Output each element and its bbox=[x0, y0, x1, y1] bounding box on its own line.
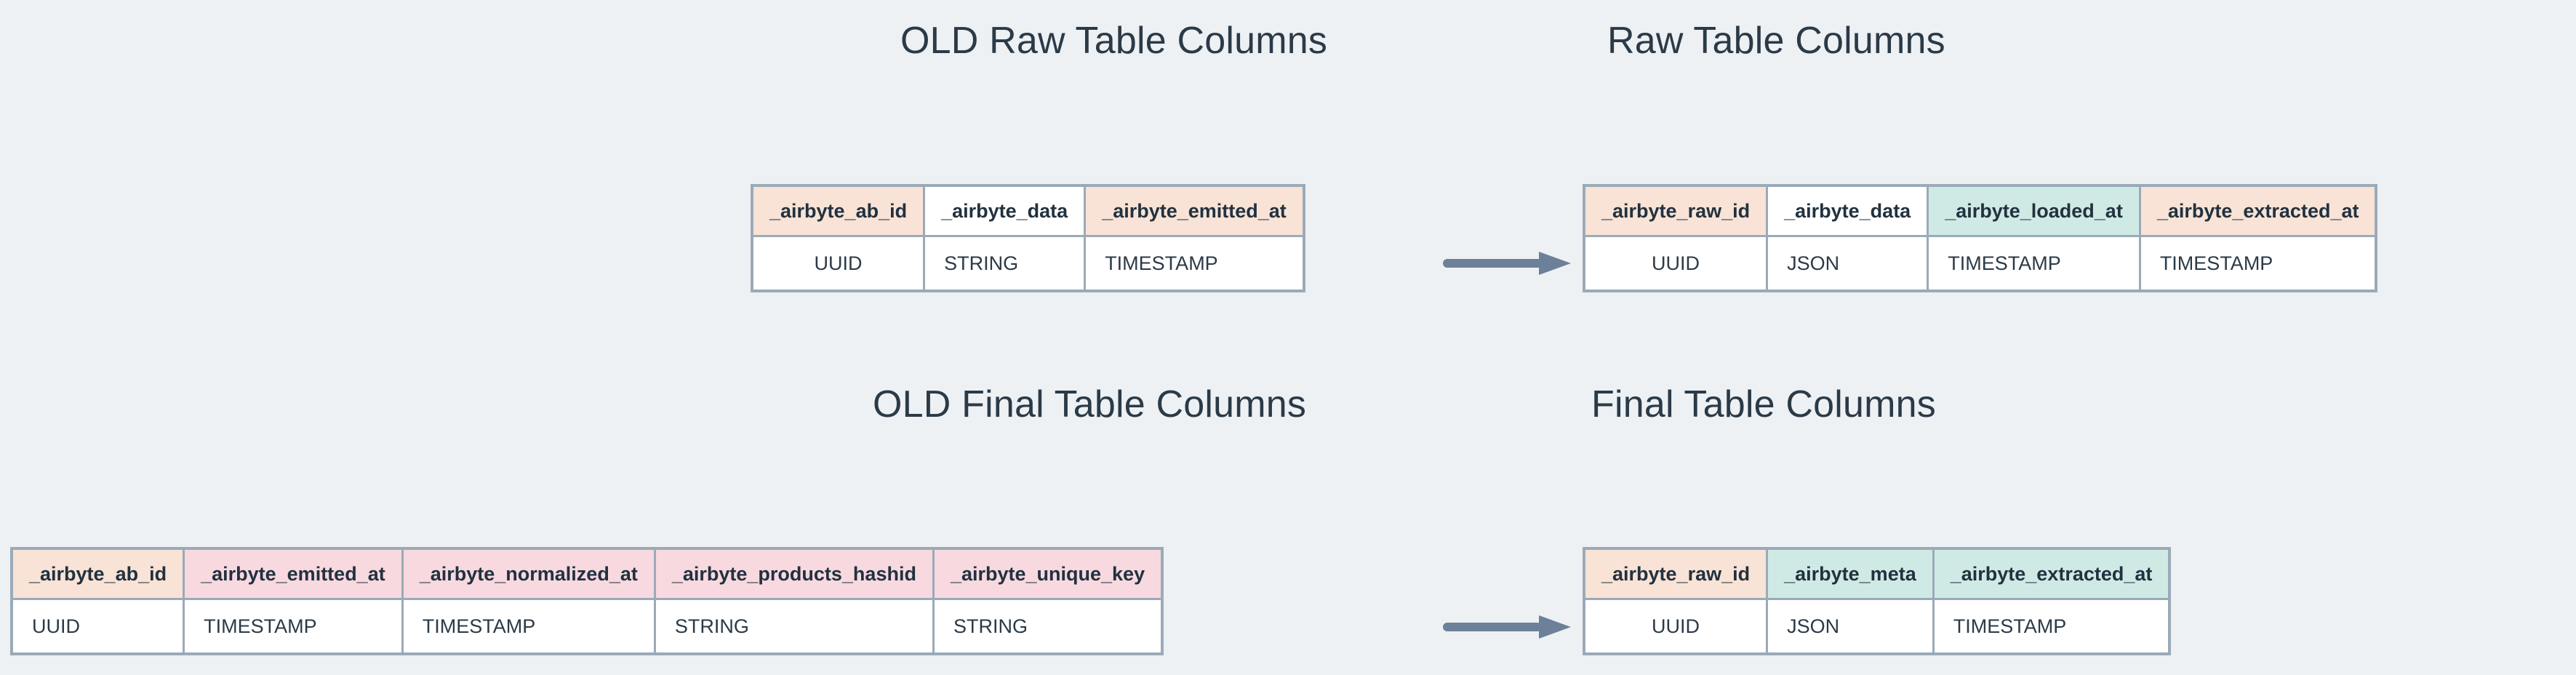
new-raw-columns-table: _airbyte_raw_id_airbyte_data_airbyte_loa… bbox=[1583, 184, 2378, 292]
column-header-airbyte-loaded-at: _airbyte_loaded_at bbox=[1927, 184, 2141, 237]
column-header-airbyte-raw-id: _airbyte_raw_id bbox=[1583, 547, 1769, 600]
old-final-columns-table: _airbyte_ab_id_airbyte_emitted_at_airbyt… bbox=[10, 547, 1164, 655]
column-type-airbyte-meta: JSON bbox=[1766, 598, 1935, 655]
column-header-airbyte-ab-id: _airbyte_ab_id bbox=[751, 184, 926, 237]
column-type-airbyte-extracted-at: TIMESTAMP bbox=[1932, 598, 2171, 655]
column-header-airbyte-data: _airbyte_data bbox=[923, 184, 1087, 237]
column-header-airbyte-emitted-at: _airbyte_emitted_at bbox=[183, 547, 404, 600]
column-type-airbyte-data: JSON bbox=[1766, 235, 1929, 292]
final-transition-arrow-icon bbox=[1443, 611, 1571, 643]
table-header-row: _airbyte_raw_id_airbyte_data_airbyte_loa… bbox=[1583, 184, 2377, 237]
title-old-final-table: OLD Final Table Columns bbox=[873, 383, 1307, 426]
column-header-airbyte-emitted-at: _airbyte_emitted_at bbox=[1084, 184, 1305, 237]
column-type-airbyte-products-hashid: STRING bbox=[653, 598, 935, 655]
column-type-airbyte-emitted-at: TIMESTAMP bbox=[1084, 235, 1305, 292]
table-header-row: _airbyte_ab_id_airbyte_emitted_at_airbyt… bbox=[10, 547, 1164, 600]
column-type-airbyte-data: STRING bbox=[923, 235, 1087, 292]
column-type-airbyte-ab-id: UUID bbox=[10, 598, 185, 655]
column-header-airbyte-extracted-at: _airbyte_extracted_at bbox=[1932, 547, 2171, 600]
column-type-airbyte-raw-id: UUID bbox=[1583, 235, 1769, 292]
column-type-airbyte-normalized-at: TIMESTAMP bbox=[401, 598, 656, 655]
raw-transition-arrow-icon bbox=[1443, 247, 1571, 279]
column-header-airbyte-meta: _airbyte_meta bbox=[1766, 547, 1935, 600]
column-header-airbyte-ab-id: _airbyte_ab_id bbox=[10, 547, 185, 600]
column-header-airbyte-products-hashid: _airbyte_products_hashid bbox=[653, 547, 935, 600]
title-new-raw-table: Raw Table Columns bbox=[1607, 20, 1945, 62]
title-new-final-table: Final Table Columns bbox=[1591, 383, 1936, 426]
table-header-row: _airbyte_raw_id_airbyte_meta_airbyte_ext… bbox=[1583, 547, 2171, 600]
column-type-airbyte-unique-key: STRING bbox=[932, 598, 1164, 655]
column-header-airbyte-extracted-at: _airbyte_extracted_at bbox=[2138, 184, 2377, 237]
old-raw-columns-table: _airbyte_ab_id_airbyte_data_airbyte_emit… bbox=[751, 184, 1305, 292]
column-header-airbyte-raw-id: _airbyte_raw_id bbox=[1583, 184, 1769, 237]
column-type-airbyte-extracted-at: TIMESTAMP bbox=[2138, 235, 2377, 292]
column-type-airbyte-emitted-at: TIMESTAMP bbox=[183, 598, 404, 655]
column-header-airbyte-normalized-at: _airbyte_normalized_at bbox=[401, 547, 656, 600]
column-header-airbyte-unique-key: _airbyte_unique_key bbox=[932, 547, 1164, 600]
column-type-airbyte-ab-id: UUID bbox=[751, 235, 926, 292]
column-type-airbyte-raw-id: UUID bbox=[1583, 598, 1769, 655]
new-final-columns-table: _airbyte_raw_id_airbyte_meta_airbyte_ext… bbox=[1583, 547, 2172, 655]
title-old-raw-table: OLD Raw Table Columns bbox=[900, 20, 1328, 62]
column-header-airbyte-data: _airbyte_data bbox=[1766, 184, 1929, 237]
column-type-airbyte-loaded-at: TIMESTAMP bbox=[1927, 235, 2141, 292]
table-header-row: _airbyte_ab_id_airbyte_data_airbyte_emit… bbox=[751, 184, 1305, 237]
